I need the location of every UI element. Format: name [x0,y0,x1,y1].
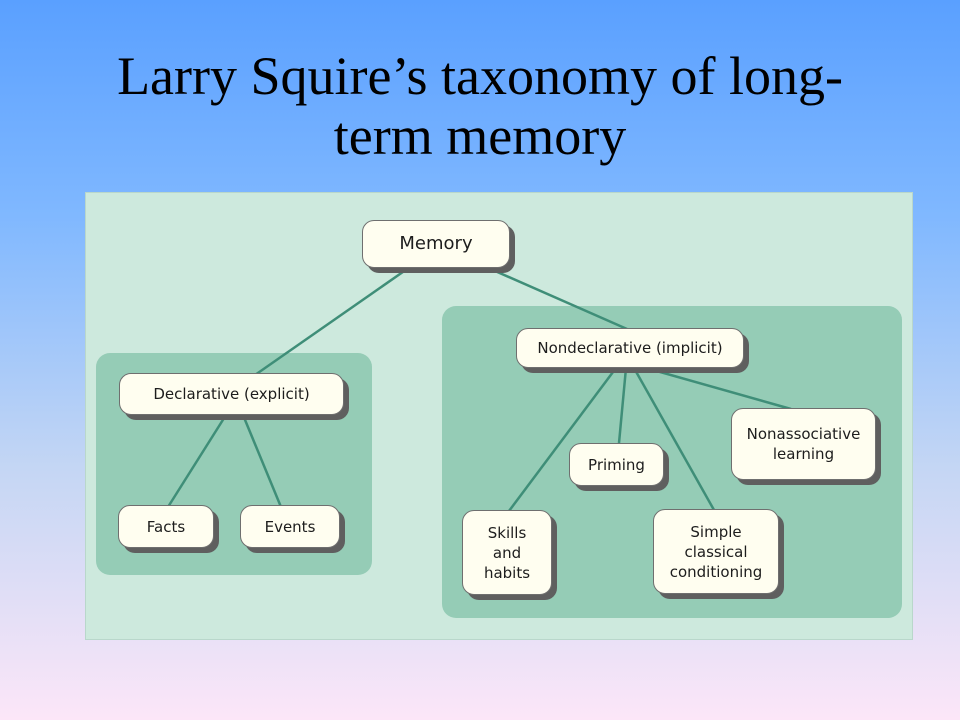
events-node: Events [240,505,340,548]
declarative-node: Declarative (explicit) [119,373,344,415]
connector-declarative-events [241,414,283,508]
memory-node: Memory [362,220,510,268]
connector-nondeclarative-conditioning [632,367,716,511]
simple-classical-conditioning-node: Simple classical conditioning [653,509,779,594]
memory-taxonomy-diagram: Memory Declarative (explicit) Facts Even… [85,192,913,640]
nondeclarative-node: Nondeclarative (implicit) [516,328,744,368]
skills-and-habits-node: Skills and habits [462,510,552,595]
connector-nondeclarative-skills [507,367,618,512]
slide-title: Larry Squire’s taxonomy of long- term me… [40,46,920,166]
title-line-2: term memory [333,106,627,166]
title-line-1: Larry Squire’s taxonomy of long- [117,46,843,106]
nonassociative-learning-node: Nonassociative learning [731,408,876,480]
connector-lines [166,265,792,512]
priming-node: Priming [569,443,664,486]
connector-nondeclarative-priming [617,367,628,444]
facts-node: Facts [118,505,214,548]
connector-nondeclarative-nonassociative [645,366,792,411]
connector-declarative-facts [166,414,228,508]
connector-memory-nondeclarative [485,265,628,331]
connector-memory-declarative [254,265,411,377]
